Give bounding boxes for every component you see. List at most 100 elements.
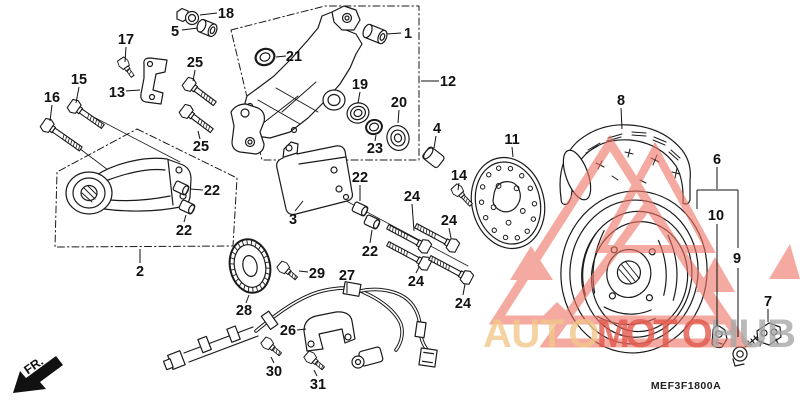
pulser-ring-art <box>228 238 272 294</box>
watermark-letter: A <box>483 312 512 356</box>
part-label-13: 13 <box>109 85 125 101</box>
pivot-bushing-art <box>362 23 388 45</box>
assembly-box-part2 <box>54 128 238 248</box>
bearing-19-art <box>346 102 370 124</box>
part-label-24: 24 <box>441 213 457 229</box>
watermark-letter: T <box>653 312 677 356</box>
part-label-12: 12 <box>440 74 456 90</box>
leader-line-28 <box>245 294 250 304</box>
part-labels: 1234567891011121314151617181920212222222… <box>44 6 772 393</box>
part-label-1: 1 <box>404 26 412 42</box>
sensor-wire-art <box>162 281 438 371</box>
leader-line-15 <box>75 86 80 104</box>
leader-line-3 <box>294 200 304 212</box>
watermark-triangle <box>539 197 752 348</box>
leader-line-25 <box>197 130 201 140</box>
watermark-letter: B <box>767 312 796 356</box>
leader-line-26 <box>296 328 307 331</box>
part-label-25: 25 <box>193 139 209 155</box>
watermark-letter: T <box>540 312 564 356</box>
watermark-text: AUTOMOTOHUB <box>483 312 796 356</box>
part-label-20: 20 <box>391 95 407 111</box>
watermark-triangles <box>488 134 800 348</box>
part-label-3: 3 <box>289 212 297 228</box>
part-label-24: 24 <box>455 296 471 312</box>
swingarm-bracket-art <box>230 5 388 155</box>
watermark-letter: U <box>739 312 768 356</box>
part-label-29: 29 <box>309 266 325 282</box>
watermark-letter: O <box>682 312 713 356</box>
leader-line-22 <box>369 229 373 244</box>
leader-line-24 <box>448 227 452 239</box>
part-label-16: 16 <box>44 90 60 106</box>
spacer-art <box>422 146 445 169</box>
speed-sensor-art <box>732 335 758 367</box>
watermark-triangle <box>769 244 800 279</box>
leader-line-23 <box>374 134 377 142</box>
part-label-4: 4 <box>433 121 441 137</box>
leader-line-4 <box>433 135 437 149</box>
leader-line-8 <box>620 107 623 130</box>
bearing-20-art <box>386 124 410 152</box>
part-label-31: 31 <box>310 377 326 393</box>
part-label-22: 22 <box>204 183 220 199</box>
leader-line-21 <box>275 55 287 58</box>
sensor-bracket-art <box>303 311 356 352</box>
watermark-letter: O <box>625 312 656 356</box>
part-label-18: 18 <box>218 6 234 22</box>
leader-line-24 <box>411 203 415 232</box>
leader-line-14 <box>457 182 460 191</box>
part-label-26: 26 <box>280 323 296 339</box>
leader-line-1 <box>386 32 402 35</box>
leader-line-18 <box>199 12 218 16</box>
diagram-code: MEF3F1800A <box>651 380 721 392</box>
leader-line-29 <box>298 270 309 273</box>
watermark-triangle <box>696 257 735 292</box>
part-label-30: 30 <box>266 364 282 380</box>
part-label-22: 22 <box>352 170 368 186</box>
part-label-22: 22 <box>362 244 378 260</box>
leader-line-22 <box>189 188 204 191</box>
part-label-10: 10 <box>708 208 724 224</box>
leader-line-19 <box>357 91 361 104</box>
part-label-15: 15 <box>71 72 87 88</box>
part-label-24: 24 <box>404 189 420 205</box>
collar-art <box>196 18 218 38</box>
watermark-triangle <box>594 141 716 253</box>
leader-line-30 <box>270 356 275 364</box>
gear-case-art <box>276 141 354 216</box>
clamp-art <box>756 322 782 347</box>
leader-line-13 <box>125 89 141 92</box>
part-label-22: 22 <box>176 223 192 239</box>
part-label-19: 19 <box>352 77 368 93</box>
leader-line-20 <box>397 109 400 124</box>
stay-bracket-art <box>140 57 168 105</box>
part-label-14: 14 <box>451 168 467 184</box>
part-label-8: 8 <box>617 93 625 109</box>
part-label-24: 24 <box>408 274 424 290</box>
dust-seal-art <box>254 47 276 67</box>
leader-line-11 <box>511 146 514 158</box>
part-label-17: 17 <box>118 32 134 48</box>
watermark-letter: M <box>597 312 630 356</box>
part-label-9: 9 <box>733 251 741 267</box>
leader-line-25 <box>192 69 196 82</box>
watermark-triangle <box>539 302 576 320</box>
part-label-27: 27 <box>339 268 355 284</box>
final-arm-art <box>65 157 192 215</box>
brake-disc-art <box>470 156 546 250</box>
part-label-28: 28 <box>236 303 252 319</box>
bushing-22-art <box>172 180 381 230</box>
part-label-6: 6 <box>713 152 721 168</box>
leader-line-24 <box>462 283 466 296</box>
part-label-25: 25 <box>187 55 203 71</box>
watermark-letter: O <box>568 312 599 356</box>
part-label-2: 2 <box>136 264 144 280</box>
watermark-letter: H <box>710 312 739 356</box>
part-label-5: 5 <box>171 24 179 40</box>
part-label-11: 11 <box>504 132 519 148</box>
fr-direction-arrow: FR. <box>13 354 63 393</box>
leader-line-17 <box>124 46 127 63</box>
